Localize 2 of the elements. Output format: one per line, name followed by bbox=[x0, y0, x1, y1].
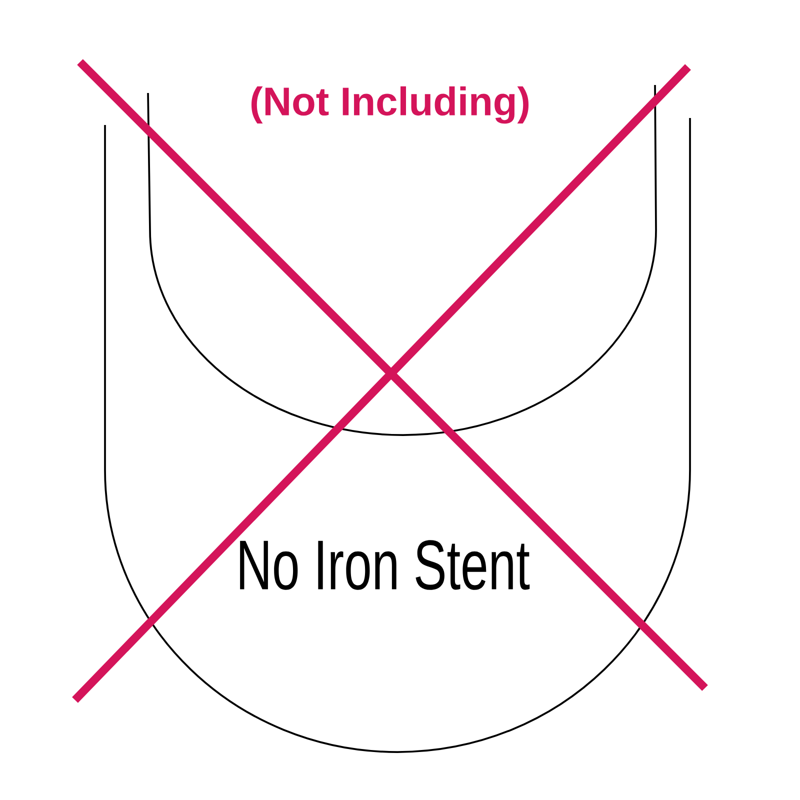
caption-text: No Iron Stent bbox=[240, 540, 530, 590]
note-text: (Not Including) bbox=[252, 86, 529, 124]
